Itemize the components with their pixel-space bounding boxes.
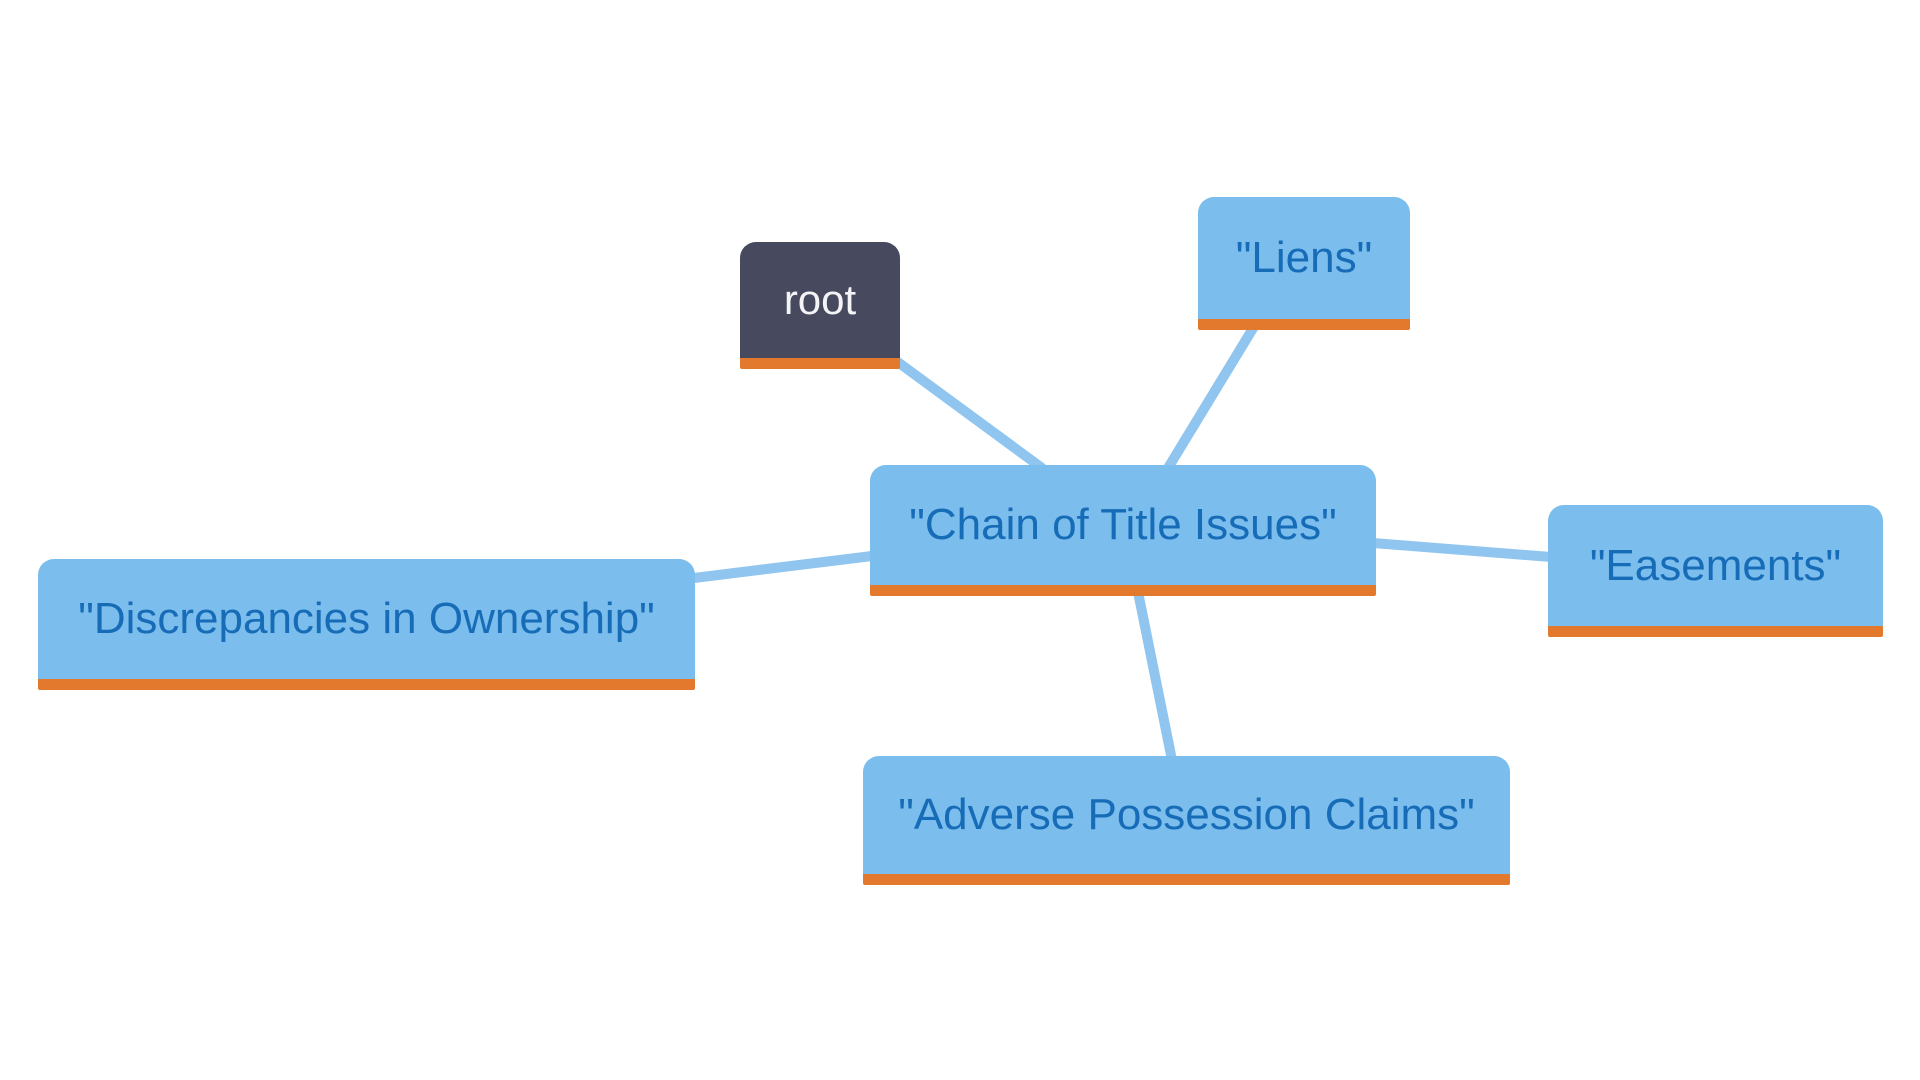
node-easements: "Easements" — [1548, 505, 1883, 637]
edge-chain-to-adverse — [1133, 587, 1177, 765]
node-easements-label: "Easements" — [1548, 505, 1883, 626]
node-liens-underline — [1198, 319, 1410, 330]
node-adverse-possession-claims-label: "Adverse Possession Claims" — [863, 756, 1510, 874]
node-liens-label: "Liens" — [1198, 197, 1410, 319]
edge-chain-to-liens — [1163, 320, 1260, 473]
edge-chain-to-easements — [1368, 538, 1556, 562]
node-liens: "Liens" — [1198, 197, 1410, 330]
node-discrepancies-in-ownership-label: "Discrepancies in Ownership" — [38, 559, 695, 679]
node-chain-of-title-issues-underline — [870, 585, 1376, 596]
node-discrepancies-in-ownership: "Discrepancies in Ownership" — [38, 559, 695, 690]
node-root-underline — [740, 358, 900, 369]
edge-chain-to-discrepancies — [689, 551, 877, 583]
node-adverse-possession-claims: "Adverse Possession Claims" — [863, 756, 1510, 885]
node-chain-of-title-issues: "Chain of Title Issues" — [870, 465, 1376, 596]
node-chain-of-title-issues-label: "Chain of Title Issues" — [870, 465, 1376, 585]
node-discrepancies-in-ownership-underline — [38, 679, 695, 690]
node-root-label: root — [740, 242, 900, 358]
node-easements-underline — [1548, 626, 1883, 637]
node-root: root — [740, 242, 900, 369]
node-adverse-possession-claims-underline — [863, 874, 1510, 885]
edge-root-to-chain — [890, 355, 1047, 473]
